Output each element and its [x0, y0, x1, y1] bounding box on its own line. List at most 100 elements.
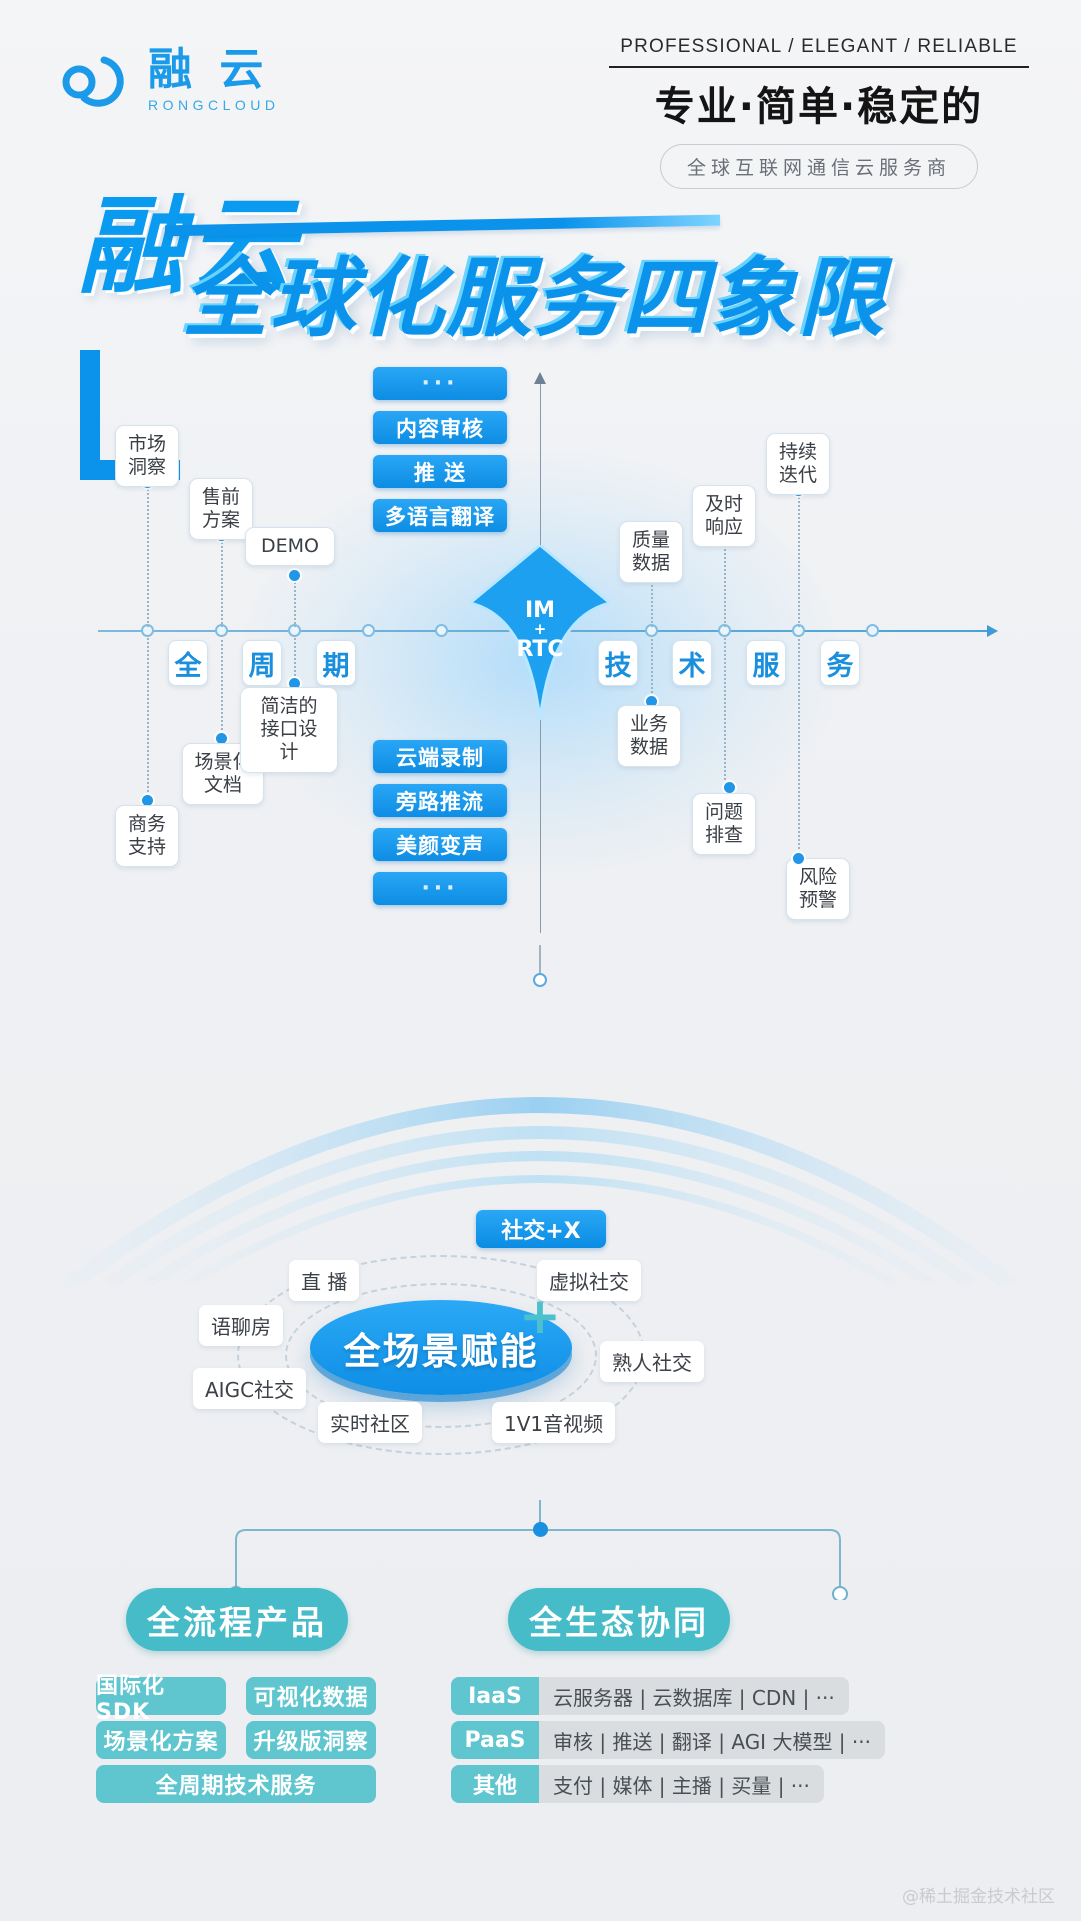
tagline-english: PROFESSIONAL / ELEGANT / RELIABLE	[620, 36, 1018, 57]
axis-letter-right-1: 术	[672, 640, 712, 686]
node-risk-warning[interactable]: 风险 预警	[786, 858, 850, 921]
axis-letter-right-3: 务	[820, 640, 860, 686]
leader-dot	[724, 782, 735, 793]
leader-line	[798, 490, 800, 627]
scene-center-oval[interactable]: 全场景赋能	[310, 1300, 572, 1395]
eco-value-paas: 审核 | 推送 | 翻译 | AGI 大模型 | ···	[539, 1721, 885, 1759]
eco-row-iaas[interactable]: IaaS 云服务器 | 云数据库 | CDN | ···	[451, 1677, 849, 1715]
node-troubleshooting[interactable]: 问题 排查	[692, 793, 756, 856]
title-line2: 全球化服务四象限	[182, 249, 886, 349]
rongcloud-logo-icon	[60, 52, 134, 110]
eco-row-paas[interactable]: PaaS 审核 | 推送 | 翻译 | AGI 大模型 | ···	[451, 1721, 885, 1759]
axis-letter-left-2: 期	[316, 640, 356, 686]
eco-value-other: 支付 | 媒体 | 主播 | 买量 | ···	[539, 1765, 824, 1803]
leader-line	[294, 575, 296, 627]
feature-bar-top-3[interactable]: 多语言翻译	[373, 499, 507, 532]
header-tagline-block: PROFESSIONAL / ELEGANT / RELIABLE 专业·简单·…	[609, 36, 1029, 189]
node-timely-response[interactable]: 及时 响应	[692, 485, 756, 548]
axis-letter-right-0: 技	[598, 640, 638, 686]
quadrant-diagram: 全 周 期 技 术 服 务 ··· 内容审核 推 送 多语言翻译 IM + RT…	[0, 345, 1081, 965]
scene-tag-realtime[interactable]: 实时社区	[318, 1402, 422, 1443]
pill-full-process-products[interactable]: 全流程产品	[126, 1588, 348, 1651]
page-header: 融 云 RONGCLOUD PROFESSIONAL / ELEGANT / R…	[0, 0, 1081, 189]
scene-tag-live[interactable]: 直 播	[289, 1260, 360, 1301]
leader-line	[651, 635, 653, 701]
node-quality-data[interactable]: 质量 数据	[619, 521, 683, 584]
leader-line	[651, 570, 653, 627]
node-market-insight[interactable]: 市场 洞察	[115, 425, 179, 488]
feature-bar-top-2[interactable]: 推 送	[373, 455, 507, 488]
diamond-line2: RTC	[516, 636, 564, 662]
scene-stem-dot	[533, 973, 547, 987]
leader-line	[221, 535, 223, 627]
bottom-connector	[228, 1500, 848, 1600]
feature-bar-top-0[interactable]: ···	[373, 367, 507, 400]
axis-tick	[866, 624, 879, 637]
tag-social-plus-x[interactable]: 社交+X	[476, 1210, 606, 1248]
leader-dot	[289, 678, 300, 689]
scene-tag-voice-room[interactable]: 语聊房	[199, 1305, 283, 1346]
axis-letter-left-1: 周	[242, 640, 282, 686]
footer-watermark: @稀土掘金技术社区	[902, 1887, 1055, 1907]
im-rtc-diamond: IM + RTC	[470, 545, 610, 720]
scene-tag-virtual[interactable]: 虚拟社交	[537, 1260, 641, 1301]
node-business-data[interactable]: 业务 数据	[617, 705, 681, 768]
scene-tag-acquaintance[interactable]: 熟人社交	[600, 1341, 704, 1382]
node-demo[interactable]: DEMO	[245, 527, 335, 567]
leader-line	[294, 635, 296, 683]
plus-separator: +	[519, 1287, 561, 1345]
node-continuous-iteration[interactable]: 持续 迭代	[766, 433, 830, 496]
title-line1: 融云	[78, 185, 298, 308]
product-tag-1[interactable]: 可视化数据	[246, 1677, 376, 1715]
eco-row-other[interactable]: 其他 支付 | 媒体 | 主播 | 买量 | ···	[451, 1765, 824, 1803]
leader-dot	[793, 853, 804, 864]
scene-tag-1v1[interactable]: 1V1音视频	[492, 1402, 616, 1443]
node-presales-plan[interactable]: 售前 方案	[189, 478, 253, 541]
scene-arcs	[65, 1097, 1016, 1285]
diamond-line1: IM	[524, 598, 556, 623]
leader-line	[221, 635, 223, 738]
product-tag-3[interactable]: 升级版洞察	[246, 1721, 376, 1759]
scene-section: 社交+X 全场景赋能 直 播 虚拟社交 语聊房 熟人社交 AIGC社交 实时社区…	[0, 945, 1081, 1455]
feature-bar-bottom-3[interactable]: ···	[373, 872, 507, 905]
axis-tick	[362, 624, 375, 637]
tagline-divider	[609, 66, 1029, 68]
leader-line	[798, 635, 800, 857]
brand-name-en: RONGCLOUD	[148, 97, 280, 113]
leader-line	[147, 635, 149, 800]
eco-key-other: 其他	[451, 1765, 539, 1803]
scene-tag-aigc[interactable]: AIGC社交	[193, 1368, 307, 1409]
node-simple-api-design[interactable]: 简洁的 接口设计	[240, 687, 338, 773]
brand-name-zh: 融 云	[148, 44, 270, 95]
pill-full-ecosystem[interactable]: 全生态协同	[508, 1588, 730, 1651]
axis-letter-right-2: 服	[746, 640, 786, 686]
scene-ring-inner	[285, 1283, 597, 1428]
poster-title: 融云 全球化服务四象限	[0, 150, 1081, 480]
leader-line	[724, 537, 726, 627]
product-tag-4[interactable]: 全周期技术服务	[96, 1765, 376, 1803]
diamond-plus: +	[533, 620, 547, 639]
brand-logo: 融 云 RONGCLOUD	[60, 48, 280, 113]
feature-bar-top-1[interactable]: 内容审核	[373, 411, 507, 444]
axis-letter-left-0: 全	[168, 640, 208, 686]
leader-dot	[289, 570, 300, 581]
scene-stem	[539, 945, 541, 975]
eco-key-paas: PaaS	[451, 1721, 539, 1759]
tagline-chinese: 专业·简单·稳定的	[654, 84, 984, 130]
feature-bar-bottom-0[interactable]: 云端录制	[373, 740, 507, 773]
leader-dot	[142, 795, 153, 806]
header-badge: 全球互联网通信云服务商	[659, 144, 978, 189]
product-tag-2[interactable]: 场景化方案	[96, 1721, 226, 1759]
scene-center-label: 全场景赋能	[343, 1329, 539, 1373]
axis-tick	[435, 624, 448, 637]
diamond-label: IM + RTC	[470, 599, 610, 661]
feature-bar-bottom-2[interactable]: 美颜变声	[373, 828, 507, 861]
bottom-section: 全流程产品 全生态协同 国际化 SDK 可视化数据 场景化方案 升级版洞察 全周…	[0, 1500, 1081, 1921]
leader-line	[147, 482, 149, 627]
product-tag-0[interactable]: 国际化 SDK	[96, 1674, 226, 1725]
bottom-connector-dot	[533, 1522, 548, 1537]
node-business-support[interactable]: 商务 支持	[115, 805, 179, 868]
feature-bar-bottom-1[interactable]: 旁路推流	[373, 784, 507, 817]
eco-value-iaas: 云服务器 | 云数据库 | CDN | ···	[539, 1677, 849, 1715]
